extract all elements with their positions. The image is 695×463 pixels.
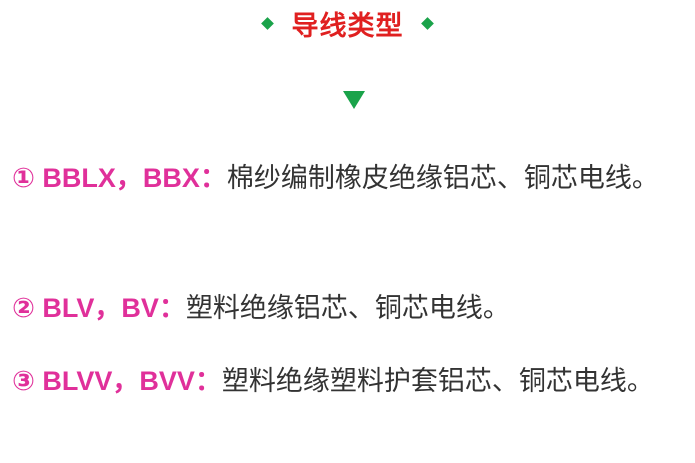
item-description: 棉纱编制橡皮绝缘铝芯、铜芯电线。	[226, 163, 659, 194]
item-description: 塑料绝缘铝芯、铜芯电线。	[185, 293, 510, 324]
section-header: 导线类型	[0, 6, 695, 46]
diamond-left-icon	[261, 17, 275, 30]
section-title: 导线类型	[291, 10, 404, 42]
item-prefix: ② BLV，BV：	[12, 293, 186, 323]
item-description: 塑料绝缘塑料护套铝芯、铜芯电线。	[221, 366, 654, 397]
list-item: ① BBLX，BBX：棉纱编制橡皮绝缘铝芯、铜芯电线。	[12, 152, 688, 205]
list-item: ② BLV，BV：塑料绝缘铝芯、铜芯电线。	[12, 282, 688, 335]
item-prefix: ① BBLX，BBX：	[12, 163, 227, 193]
list-item: ③ BLVV，BVV：塑料绝缘塑料护套铝芯、铜芯电线。	[12, 355, 688, 408]
item-prefix: ③ BLVV，BVV：	[12, 366, 222, 396]
down-triangle-icon	[343, 91, 365, 109]
diamond-right-icon	[420, 17, 434, 30]
